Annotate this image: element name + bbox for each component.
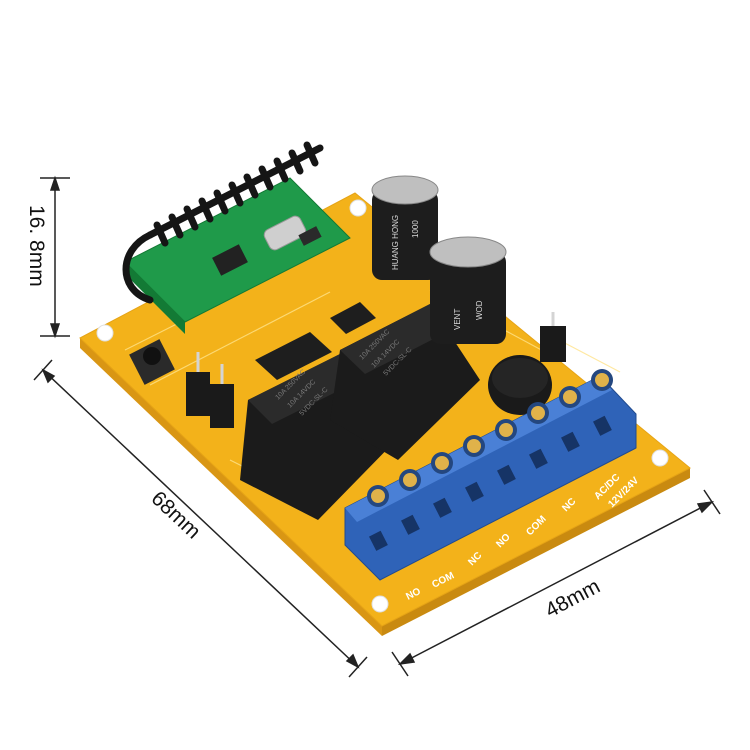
- height-label: 16. 8mm: [25, 205, 48, 287]
- mounting-hole: [349, 199, 367, 217]
- mounting-hole: [96, 324, 114, 342]
- mounting-hole: [371, 595, 389, 613]
- dimension-height: [40, 175, 70, 339]
- svg-text:1000: 1000: [411, 220, 420, 238]
- terminal-wire-slot: [369, 415, 612, 551]
- mounting-hole: [651, 449, 669, 467]
- push-button: [129, 339, 175, 385]
- ic-chip: [255, 302, 376, 380]
- dimension-length: [33, 359, 368, 678]
- capacitor-1: HUANG HONG 1000: [371, 175, 439, 280]
- svg-text:HUANG HONG: HUANG HONG: [391, 215, 400, 270]
- jumper-cap: [540, 312, 566, 362]
- capacitor-2: VENT WOD: [429, 236, 507, 344]
- terminal-screw: [367, 369, 613, 507]
- buzzer: [488, 355, 552, 415]
- svg-text:VENT: VENT: [453, 309, 462, 330]
- terminal-blocks: [344, 369, 637, 581]
- width-label: 48mm: [542, 575, 604, 623]
- dimension-width: [391, 489, 721, 677]
- jumper-pins: [186, 352, 234, 428]
- rf-module: [124, 177, 351, 334]
- antenna-coil: [122, 141, 324, 304]
- svg-text:WOD: WOD: [475, 300, 484, 320]
